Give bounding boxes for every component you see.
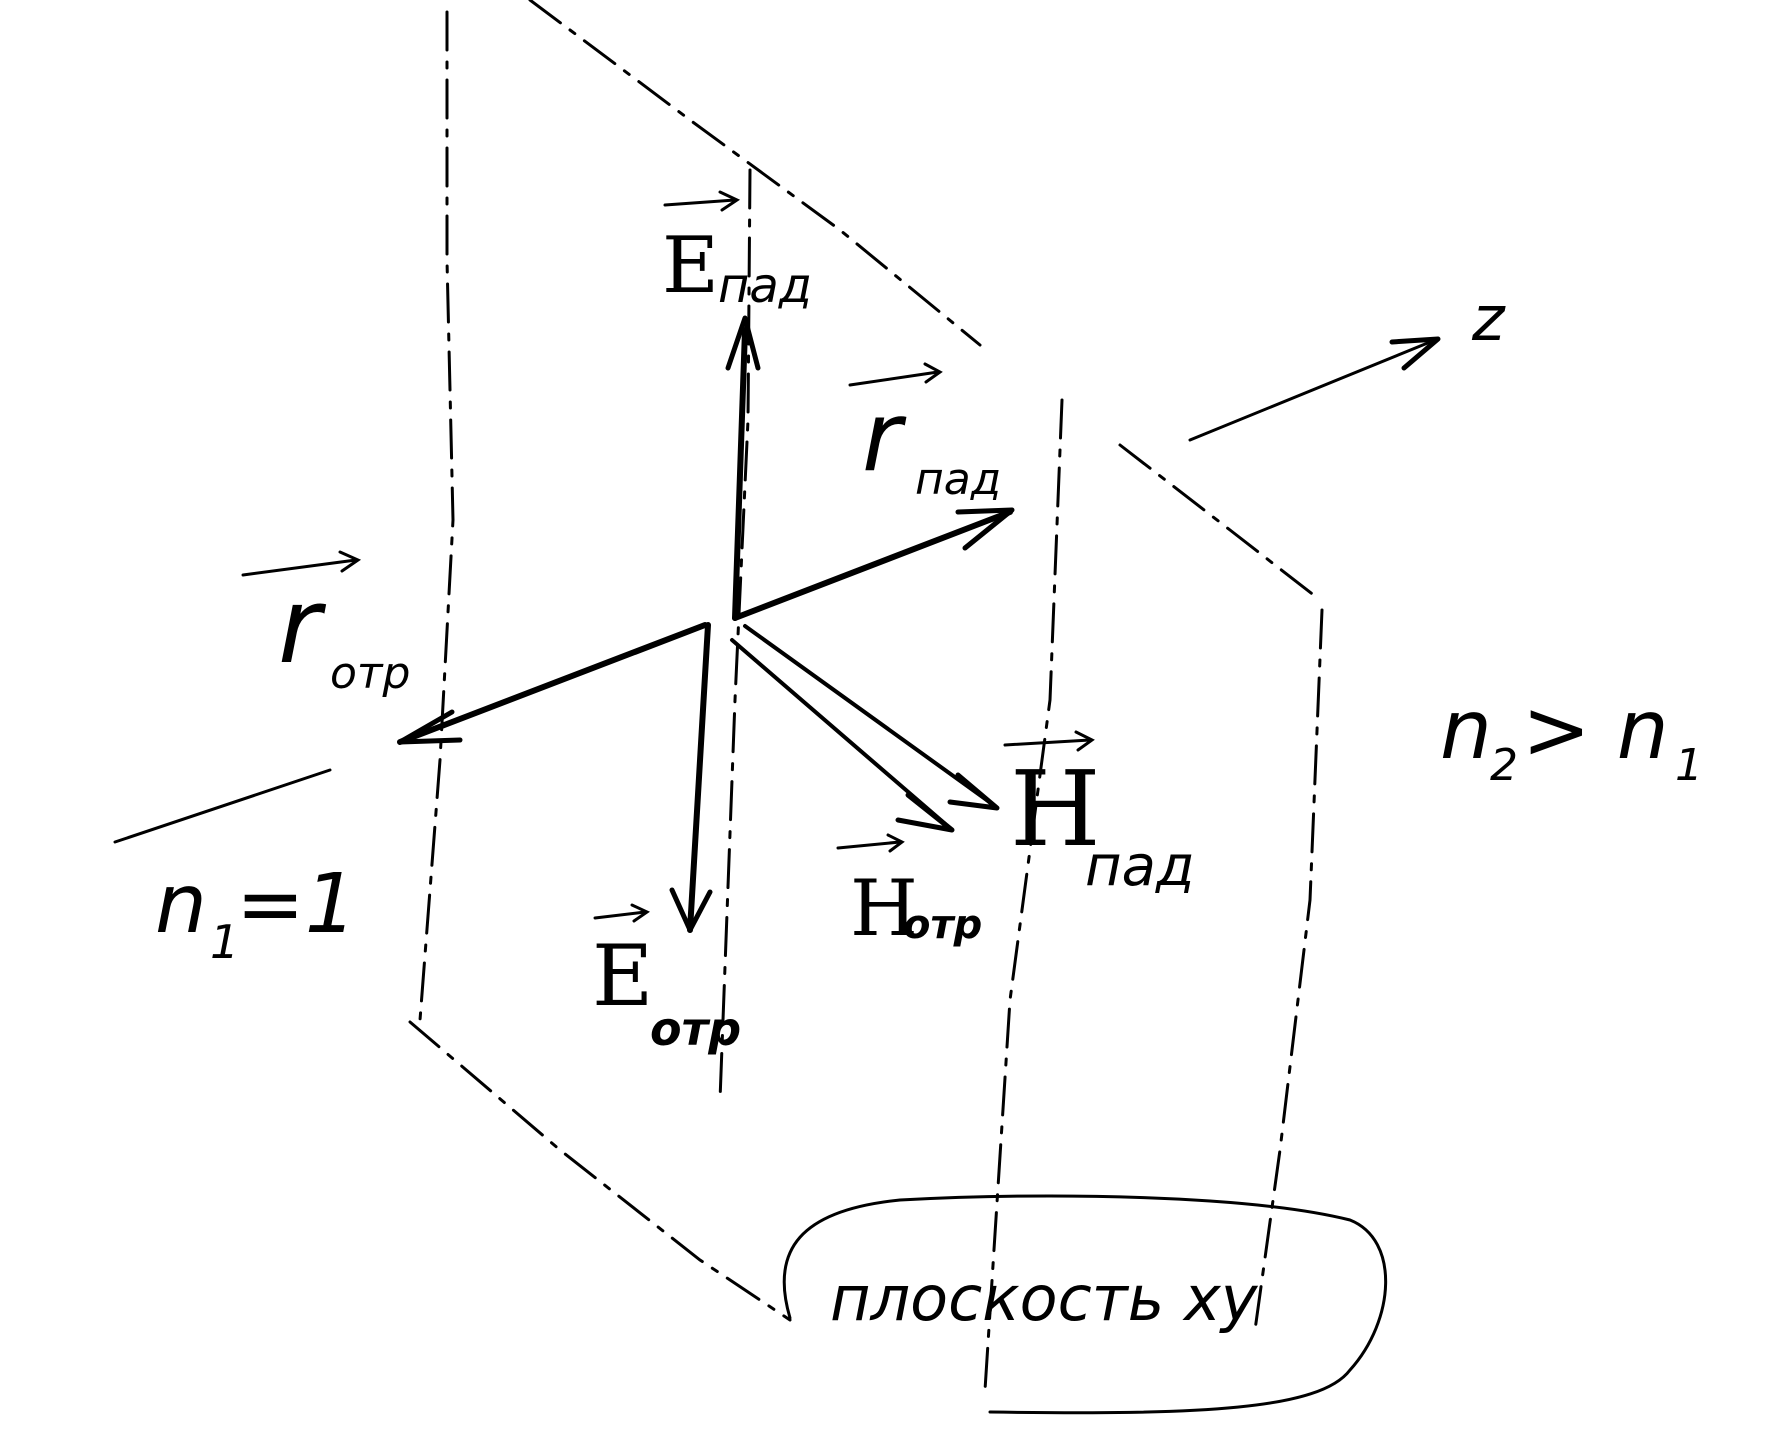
- r-reflected-overbar: [241, 558, 358, 577]
- z-axis-arrowhead: [1389, 336, 1441, 371]
- r-incident-label: r пад: [848, 362, 1001, 505]
- r-reflected-overbar-tip: [338, 550, 362, 573]
- h-reflected-overbar: [836, 840, 902, 850]
- h-incident-shaft: [743, 624, 997, 808]
- plane-label-group: плоскость xy: [782, 1194, 1388, 1415]
- r-reflected-arrowhead: [397, 709, 463, 745]
- plane-middle-line: [718, 168, 752, 1102]
- e-incident-shaft: [732, 327, 748, 621]
- n2-sub2: 1: [1675, 740, 1703, 791]
- axis-z-label: z: [1471, 282, 1506, 355]
- z-axis-left-segment: [113, 768, 332, 844]
- h-incident-overbar: [1003, 738, 1092, 747]
- n1-sub: 1: [210, 915, 239, 969]
- e-reflected-overbar-tip: [630, 903, 651, 923]
- h-reflected-overbar-tip: [886, 833, 905, 853]
- n2-label: n 2 > n 1: [1440, 683, 1703, 791]
- z-axis: z: [113, 282, 1506, 844]
- e-incident-overbar-tip: [718, 190, 741, 212]
- r-reflected-main: r: [278, 565, 327, 687]
- z-axis-right-segment: [1188, 338, 1437, 442]
- plane-back-diagonal: [1118, 443, 1322, 602]
- r-incident-arrowhead: [955, 507, 1015, 551]
- n1-label: n 1 =1: [155, 857, 357, 969]
- h-reflected-sub: отр: [903, 902, 982, 948]
- r-incident-shaft: [732, 509, 1013, 621]
- e-incident-sub: пад: [718, 258, 812, 314]
- h-reflected-arrowhead: [895, 792, 955, 833]
- e-reflected-label: E отр: [592, 903, 741, 1056]
- h-reflected-vector: [730, 638, 955, 833]
- r-incident-main: r: [862, 381, 907, 493]
- e-reflected-overbar: [593, 910, 647, 920]
- r-reflected-shaft: [397, 622, 708, 745]
- r-incident-sub: пад: [915, 454, 1001, 505]
- r-reflected-sub: отр: [330, 648, 410, 699]
- h-reflected-main: H: [850, 864, 918, 954]
- h-incident-vector: [743, 624, 1000, 811]
- n2-main: n: [1440, 683, 1492, 778]
- plane-top-edge: [528, 0, 982, 347]
- n1-tail: =1: [236, 857, 357, 952]
- e-reflected-shaft: [687, 622, 711, 933]
- e-reflected-main: E: [592, 927, 653, 1025]
- plane-bottom-edge: [408, 1020, 792, 1322]
- r-incident-overbar: [848, 370, 940, 387]
- h-incident-arrowhead: [947, 772, 1000, 811]
- h-incident-overbar-tip: [1074, 730, 1095, 752]
- n2-sub: 2: [1490, 740, 1518, 791]
- plane-label-loop: [782, 1194, 1388, 1415]
- h-reflected-label: H отр: [836, 833, 982, 954]
- r-reflected-vector: [397, 622, 708, 745]
- e-reflected-sub: отр: [650, 1002, 741, 1056]
- plane-label: плоскость xy: [830, 1262, 1259, 1335]
- e-incident-arrowhead: [725, 315, 761, 371]
- r-incident-overbar-tip: [923, 362, 943, 384]
- e-incident-label: E пад: [662, 190, 812, 314]
- plane-left-edge: [418, 10, 455, 1022]
- h-incident-label: H пад: [1003, 730, 1195, 899]
- h-incident-main: H: [1010, 748, 1101, 870]
- plane-right-line-2: [1253, 608, 1324, 1332]
- e-reflected-vector: [669, 622, 713, 933]
- h-incident-sub: пад: [1085, 834, 1195, 899]
- r-incident-vector: [732, 507, 1015, 621]
- interface-plane: [408, 0, 1324, 1392]
- plane-right-line-1: [983, 398, 1064, 1392]
- r-reflected-label: r отр: [241, 550, 410, 699]
- e-reflected-arrowhead: [669, 887, 713, 933]
- n2-mid: > n: [1522, 683, 1669, 778]
- e-incident-overbar: [663, 198, 737, 207]
- n1-main: n: [155, 857, 207, 952]
- e-incident-main: E: [662, 221, 719, 311]
- e-incident-vector: [725, 315, 761, 621]
